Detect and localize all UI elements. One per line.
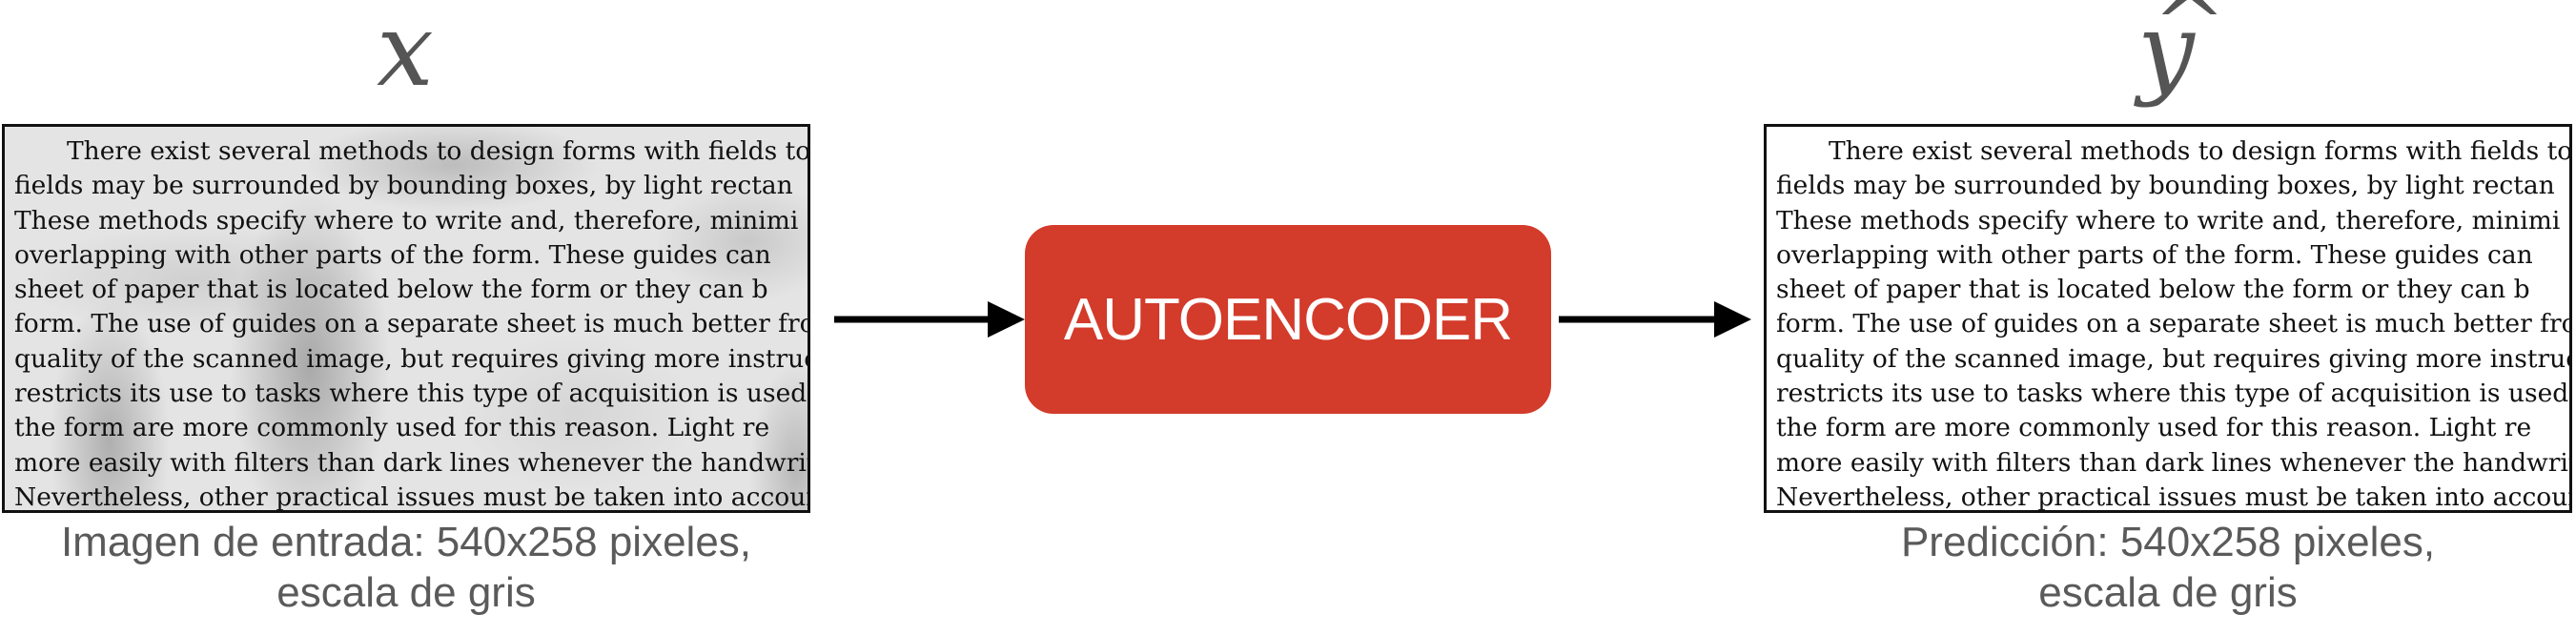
input-caption-line: escala de gris <box>276 569 536 616</box>
document-text-line: fields may be surrounded by bounding box… <box>14 171 793 201</box>
arrow-model-to-output <box>1559 301 1751 338</box>
document-text-line: restricts its use to tasks where this ty… <box>1776 379 2572 409</box>
autoencoder-block: AUTOENCODER <box>1025 225 1551 414</box>
document-text-line: the form are more commonly used for this… <box>1776 413 2532 443</box>
document-text-line: the form are more commonly used for this… <box>14 413 770 443</box>
document-text-line: These methods specify where to write and… <box>14 205 799 236</box>
document-text-line: sheet of paper that is located below the… <box>1776 275 2530 305</box>
input-document-text: There exist several methods to design fo… <box>14 134 810 512</box>
output-image-panel: There exist several methods to design fo… <box>1764 124 2572 513</box>
output-caption: Predicción: 540x258 pixeles, escala de g… <box>1764 517 2572 618</box>
document-text-line: Nevertheless, other practical issues mus… <box>14 481 810 512</box>
document-text-line: Nevertheless, other practical issues mus… <box>1776 481 2572 512</box>
noisy-background <box>5 127 808 510</box>
output-variable-symbol: ^ y <box>2137 0 2226 101</box>
output-caption-line: Predicción: 540x258 pixeles, <box>1900 519 2436 565</box>
document-text-line: There exist several methods to design fo… <box>67 136 810 166</box>
document-text-line: overlapping with other parts of the form… <box>14 239 771 270</box>
document-text-line: quality of the scanned image, but requir… <box>1776 343 2572 374</box>
input-caption-line: Imagen de entrada: 540x258 pixeles, <box>60 519 752 565</box>
input-variable-symbol: x <box>377 0 434 109</box>
output-document-text: There exist several methods to design fo… <box>1776 134 2572 512</box>
output-variable-letter: y <box>2137 0 2195 109</box>
document-text-line: These methods specify where to write and… <box>1776 205 2561 236</box>
document-text-line: quality of the scanned image, but requir… <box>14 343 810 374</box>
document-text-line: form. The use of guides on a separate sh… <box>14 309 810 339</box>
autoencoder-label: AUTOENCODER <box>1063 286 1513 353</box>
document-text-line: overlapping with other parts of the form… <box>1776 239 2533 270</box>
document-text-line: There exist several methods to design fo… <box>1829 136 2572 166</box>
document-text-line: sheet of paper that is located below the… <box>14 275 768 305</box>
document-text-line: more easily with filters than dark lines… <box>1776 447 2572 478</box>
document-text-line: restricts its use to tasks where this ty… <box>14 379 810 409</box>
document-text-line: more easily with filters than dark lines… <box>14 447 810 478</box>
output-caption-line: escala de gris <box>2038 569 2298 616</box>
document-text-line: form. The use of guides on a separate sh… <box>1776 309 2572 339</box>
arrow-input-to-model <box>834 301 1025 338</box>
document-text-line: fields may be surrounded by bounding box… <box>1776 171 2555 201</box>
input-image-panel: There exist several methods to design fo… <box>2 124 810 513</box>
hat-accent-icon: ^ <box>2153 0 2227 75</box>
input-caption: Imagen de entrada: 540x258 pixeles, esca… <box>2 517 810 618</box>
